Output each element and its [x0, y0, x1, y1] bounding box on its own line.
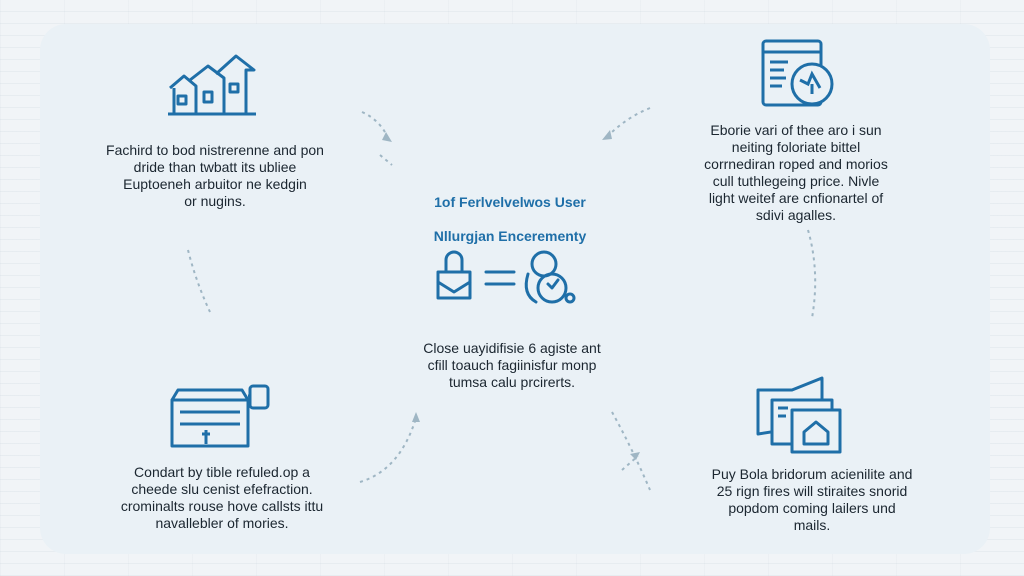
- center-title-line-1: 1of Ferlvelvelwos User: [434, 194, 586, 210]
- top-left-line-3: Euptoeneh arbuitor ne kedgin: [123, 176, 307, 192]
- arrow-top-right: [605, 107, 651, 139]
- text-block-top-right: Eborie vari of thee aro i sun neiting fo…: [676, 122, 916, 224]
- top-right-line-1: Eborie vari of thee aro i sun: [710, 122, 882, 138]
- arrow-left: [187, 249, 211, 313]
- bottom-left-line-3: crominalts rouse hove callsts ittu: [120, 498, 324, 514]
- top-right-line-2: neiting foloriate bittel: [731, 139, 861, 155]
- center-caption-line-1: Close uayidifisie 6 agiste ant: [423, 340, 601, 356]
- center-caption-line-2: cfill toauch fagiinisfur monp: [427, 357, 597, 373]
- top-right-line-4: cull tuthlegeing price. Nivle: [712, 173, 880, 189]
- arrowhead-2: [602, 130, 612, 140]
- arrow-right: [807, 229, 817, 319]
- center-title: 1of Ferlvelvelwos User Nllurgjan Encerem…: [400, 178, 620, 260]
- center-title-line-2: Nllurgjan Encerementy: [433, 228, 587, 244]
- text-block-bottom-left: Condart by tible refuled.op a cheede slu…: [94, 464, 350, 532]
- top-right-line-6: sdivi agalles.: [755, 207, 837, 223]
- houses-growth-icon: [168, 54, 256, 116]
- center-caption-line-3: tumsa calu prcirerts.: [448, 374, 576, 390]
- arrow-top-left-lower: [379, 154, 393, 166]
- diagram-card: [40, 24, 990, 554]
- bottom-right-line-2: 25 rign fires will stiraites snorid: [716, 483, 908, 499]
- center-caption: Close uayidifisie 6 agiste ant cfill toa…: [394, 340, 630, 391]
- text-block-top-left: Fachird to bod nistrerenne and pon dride…: [80, 142, 350, 210]
- user-equals-icon: [436, 250, 576, 304]
- bottom-right-line-1: Puy Bola bridorum acienilite and: [711, 466, 913, 482]
- text-block-bottom-right: Puy Bola bridorum acienilite and 25 rign…: [670, 466, 954, 534]
- arrow-bottom-left: [359, 417, 417, 483]
- top-left-line-4: or nugins.: [184, 193, 246, 209]
- top-left-line-2: dride than twbatt its ubliee: [133, 159, 297, 175]
- storefront-icon: [170, 384, 270, 448]
- bottom-right-line-4: mails.: [793, 517, 831, 533]
- top-right-line-3: corrnediran roped and morios: [704, 156, 888, 172]
- arrowhead-3: [412, 412, 420, 422]
- top-left-line-1: Fachird to bod nistrerenne and pon: [106, 142, 324, 158]
- bottom-right-line-3: popdom coming lailers und: [728, 500, 896, 516]
- arrow-top-left: [361, 111, 389, 139]
- arrowhead-4: [630, 452, 640, 460]
- arrow-bottom-right: [611, 411, 651, 491]
- arrowhead-1: [382, 132, 392, 142]
- bottom-left-line-1: Condart by tible refuled.op a: [134, 464, 310, 480]
- documents-stack-icon: [756, 376, 842, 454]
- bottom-left-line-4: navallebler of mories.: [155, 515, 289, 531]
- bottom-left-line-2: cheede slu cenist efefraction.: [131, 481, 313, 497]
- top-right-line-5: light weitef are cnfionartel of: [708, 190, 884, 206]
- browser-chart-icon: [761, 39, 834, 107]
